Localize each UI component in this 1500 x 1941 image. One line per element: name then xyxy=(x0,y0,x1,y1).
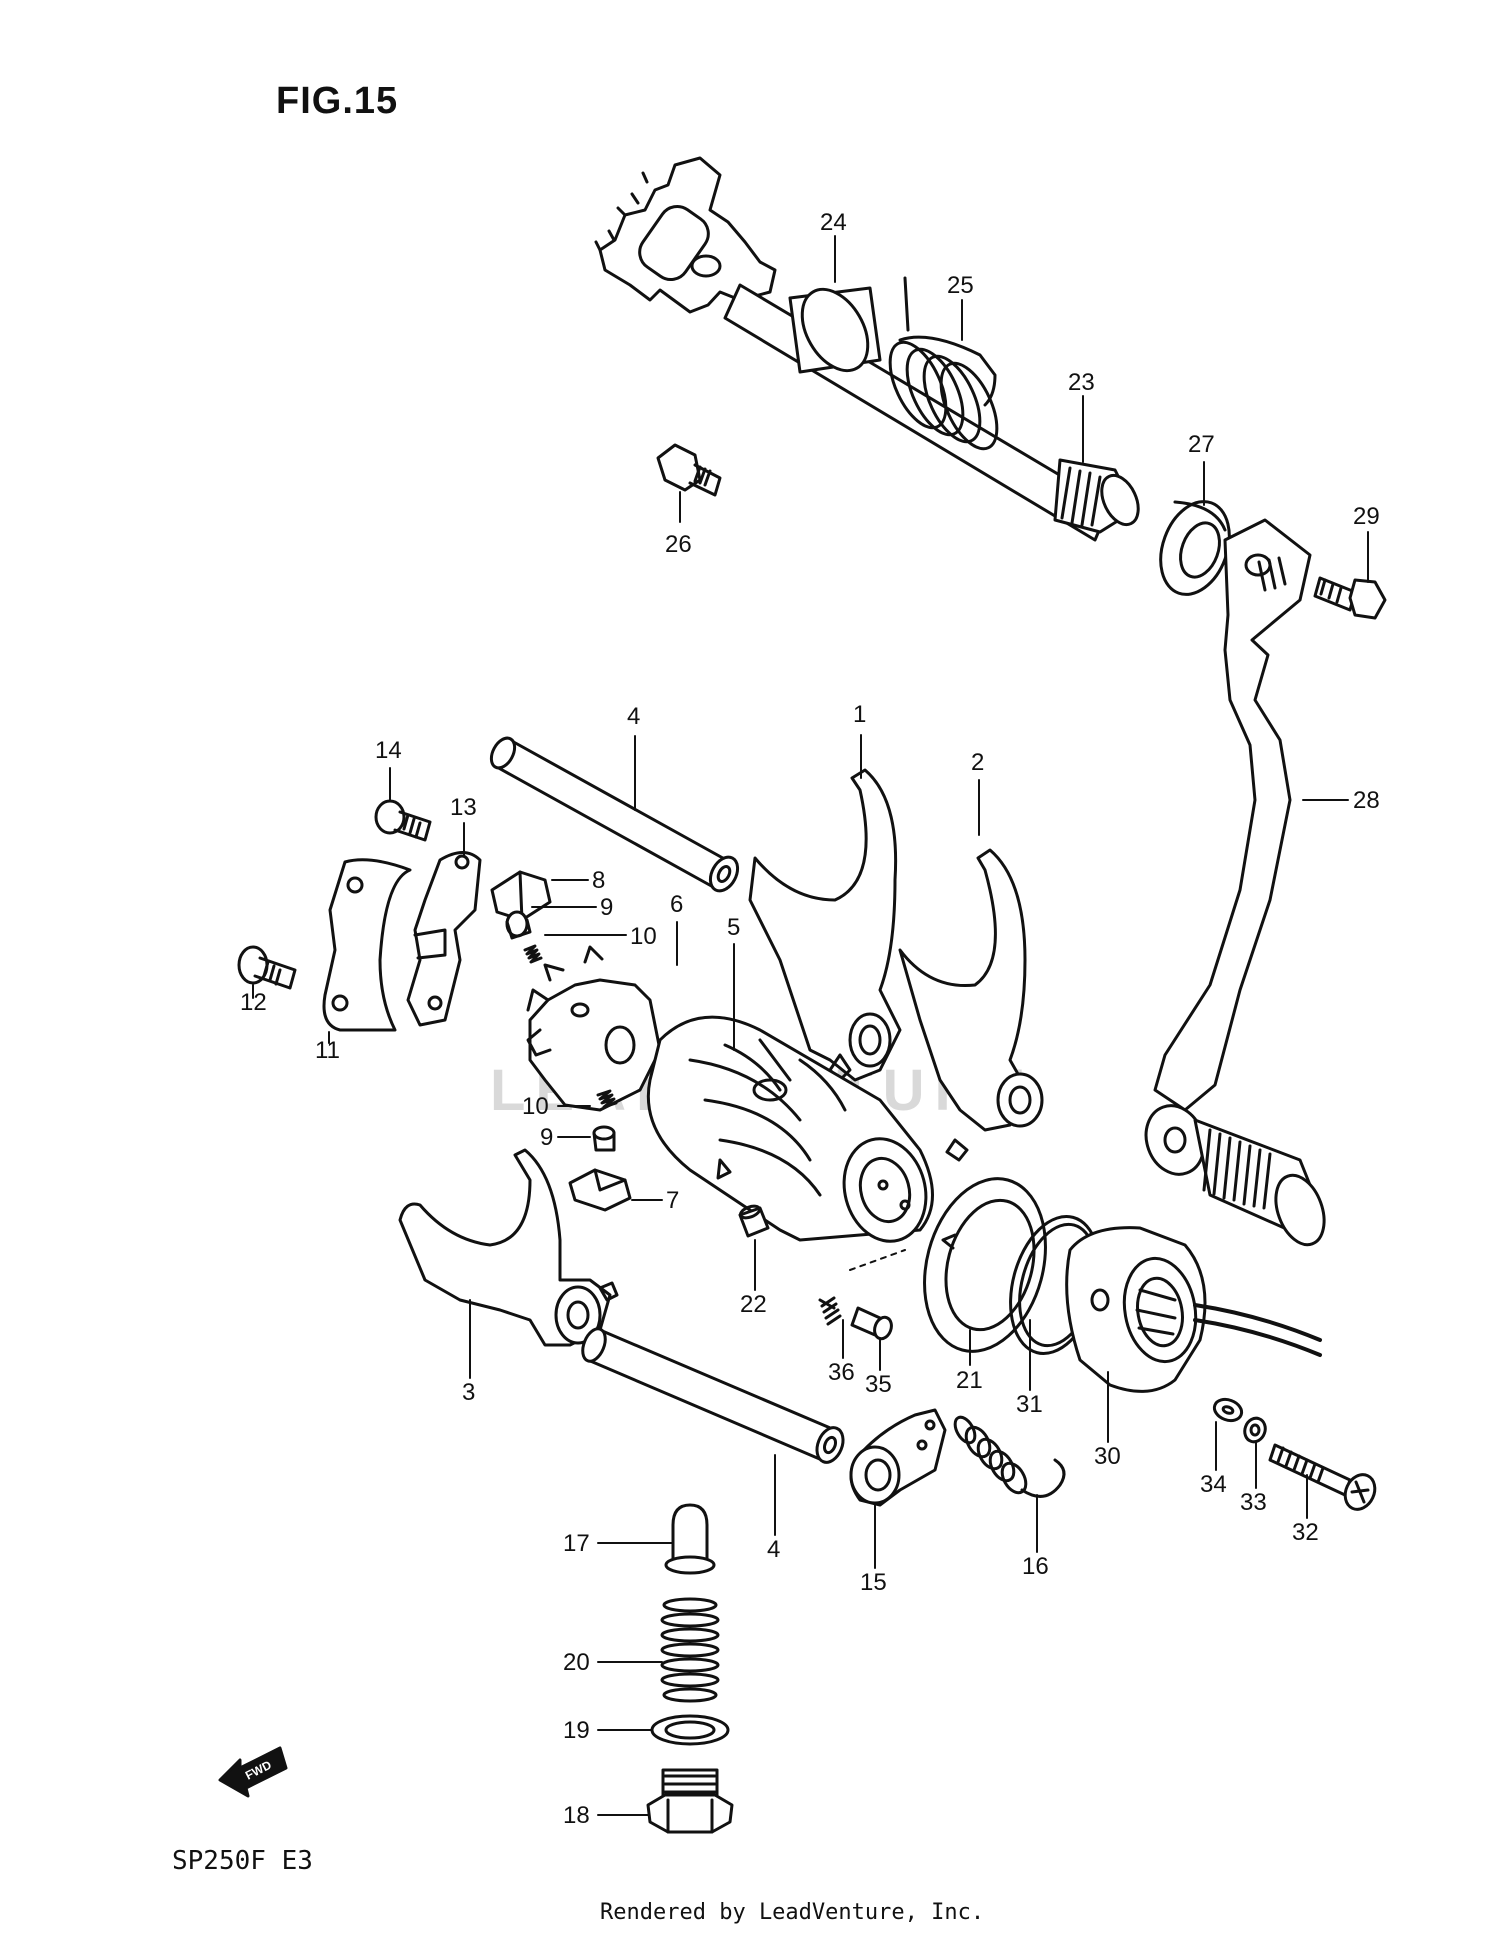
callout-23: 23 xyxy=(1068,369,1095,396)
part-16-spring xyxy=(953,1415,1066,1498)
callout-36: 36 xyxy=(828,1359,855,1386)
callout-19: 19 xyxy=(563,1717,590,1744)
callout-4-upper: 4 xyxy=(627,703,640,730)
part-33-lock-washer xyxy=(1243,1416,1267,1444)
callout-25: 25 xyxy=(947,272,974,299)
part-13-plate xyxy=(406,851,482,1027)
part-35-contact xyxy=(850,1306,893,1341)
callout-17: 17 xyxy=(563,1530,590,1557)
part-34-washer xyxy=(1212,1397,1244,1423)
callout-5: 5 xyxy=(727,914,740,941)
callout-10-lower: 10 xyxy=(522,1093,549,1120)
part-7-stopper xyxy=(568,1168,632,1212)
part-28-gearshift-lever xyxy=(1144,518,1326,1247)
part-5-gearshift-cam xyxy=(646,1015,934,1243)
callout-31: 31 xyxy=(1016,1391,1043,1418)
part-14-screw xyxy=(374,799,432,842)
callout-3: 3 xyxy=(462,1379,475,1406)
callout-21: 21 xyxy=(956,1367,983,1394)
callout-34: 34 xyxy=(1200,1471,1227,1498)
callout-14: 14 xyxy=(375,737,402,764)
part-10-spring-upper xyxy=(523,944,543,964)
callout-33: 33 xyxy=(1240,1489,1267,1516)
part-25-return-spring xyxy=(888,276,999,451)
callout-20: 20 xyxy=(563,1649,590,1676)
part-2-shift-fork xyxy=(898,848,1044,1162)
figure-title: FIG.15 xyxy=(276,80,399,122)
fwd-arrow-icon: FWD xyxy=(218,1746,288,1798)
part-12-screw xyxy=(237,945,297,990)
part-22-pin xyxy=(738,1204,770,1238)
leader-dashed xyxy=(849,1249,906,1271)
part-27-oil-seal xyxy=(1159,500,1231,596)
callout-32: 32 xyxy=(1292,1519,1319,1546)
part-29-bolt xyxy=(1313,576,1387,620)
part-19-washer xyxy=(650,1714,730,1746)
callout-9-upper: 9 xyxy=(600,894,613,921)
callout-4-lower: 4 xyxy=(767,1536,780,1563)
part-4-fork-shaft-lower xyxy=(581,1327,845,1464)
leader-lines xyxy=(252,235,1369,1816)
callout-18: 18 xyxy=(563,1802,590,1829)
part-32-screw xyxy=(1268,1443,1377,1511)
callout-16: 16 xyxy=(1022,1553,1049,1580)
part-10-spring-lower xyxy=(596,1089,618,1109)
part-3-shift-fork xyxy=(398,1148,619,1347)
callout-11: 11 xyxy=(315,1037,340,1064)
callout-8: 8 xyxy=(592,867,605,894)
callout-9-lower: 9 xyxy=(540,1124,553,1151)
part-21-plate xyxy=(923,1177,1047,1353)
part-20-spring xyxy=(660,1597,720,1703)
part-30-position-switch xyxy=(1065,1226,1322,1393)
part-6-pawl-lifter xyxy=(526,945,662,1112)
callout-15: 15 xyxy=(860,1569,887,1596)
rendered-by-footer: Rendered by LeadVenture, Inc. xyxy=(600,1900,985,1925)
callout-13: 13 xyxy=(450,794,477,821)
callout-26: 26 xyxy=(665,531,692,558)
callout-27: 27 xyxy=(1188,431,1215,458)
callout-labels: 24 25 23 26 27 29 28 4 1 2 14 13 8 9 10 … xyxy=(240,209,1380,1829)
part-11-plate xyxy=(322,858,412,1032)
part-9-pin-upper xyxy=(505,910,532,940)
callout-22: 22 xyxy=(740,1291,767,1318)
callout-30: 30 xyxy=(1094,1443,1121,1470)
callout-29: 29 xyxy=(1353,503,1380,530)
callout-28: 28 xyxy=(1353,787,1380,814)
callout-35: 35 xyxy=(865,1371,892,1398)
part-15-shift-arm xyxy=(849,1408,947,1507)
callout-6: 6 xyxy=(670,891,683,918)
part-1-shift-fork xyxy=(748,768,902,1082)
part-26-bolt xyxy=(656,443,722,497)
model-code: SP250F E3 xyxy=(172,1846,313,1876)
callout-7: 7 xyxy=(666,1187,679,1214)
part-24-gearshift-shaft xyxy=(594,156,1140,542)
callout-12: 12 xyxy=(240,989,267,1016)
part-4-fork-shaft-upper xyxy=(489,736,740,893)
part-36-spring xyxy=(818,1296,842,1326)
callout-24: 24 xyxy=(820,209,847,236)
callout-2: 2 xyxy=(971,749,984,776)
callout-1: 1 xyxy=(853,701,866,728)
part-17-plunger xyxy=(664,1503,716,1575)
part-18-plug xyxy=(646,1768,734,1834)
callout-10-upper: 10 xyxy=(630,923,657,950)
part-9-pin-lower xyxy=(592,1125,616,1152)
